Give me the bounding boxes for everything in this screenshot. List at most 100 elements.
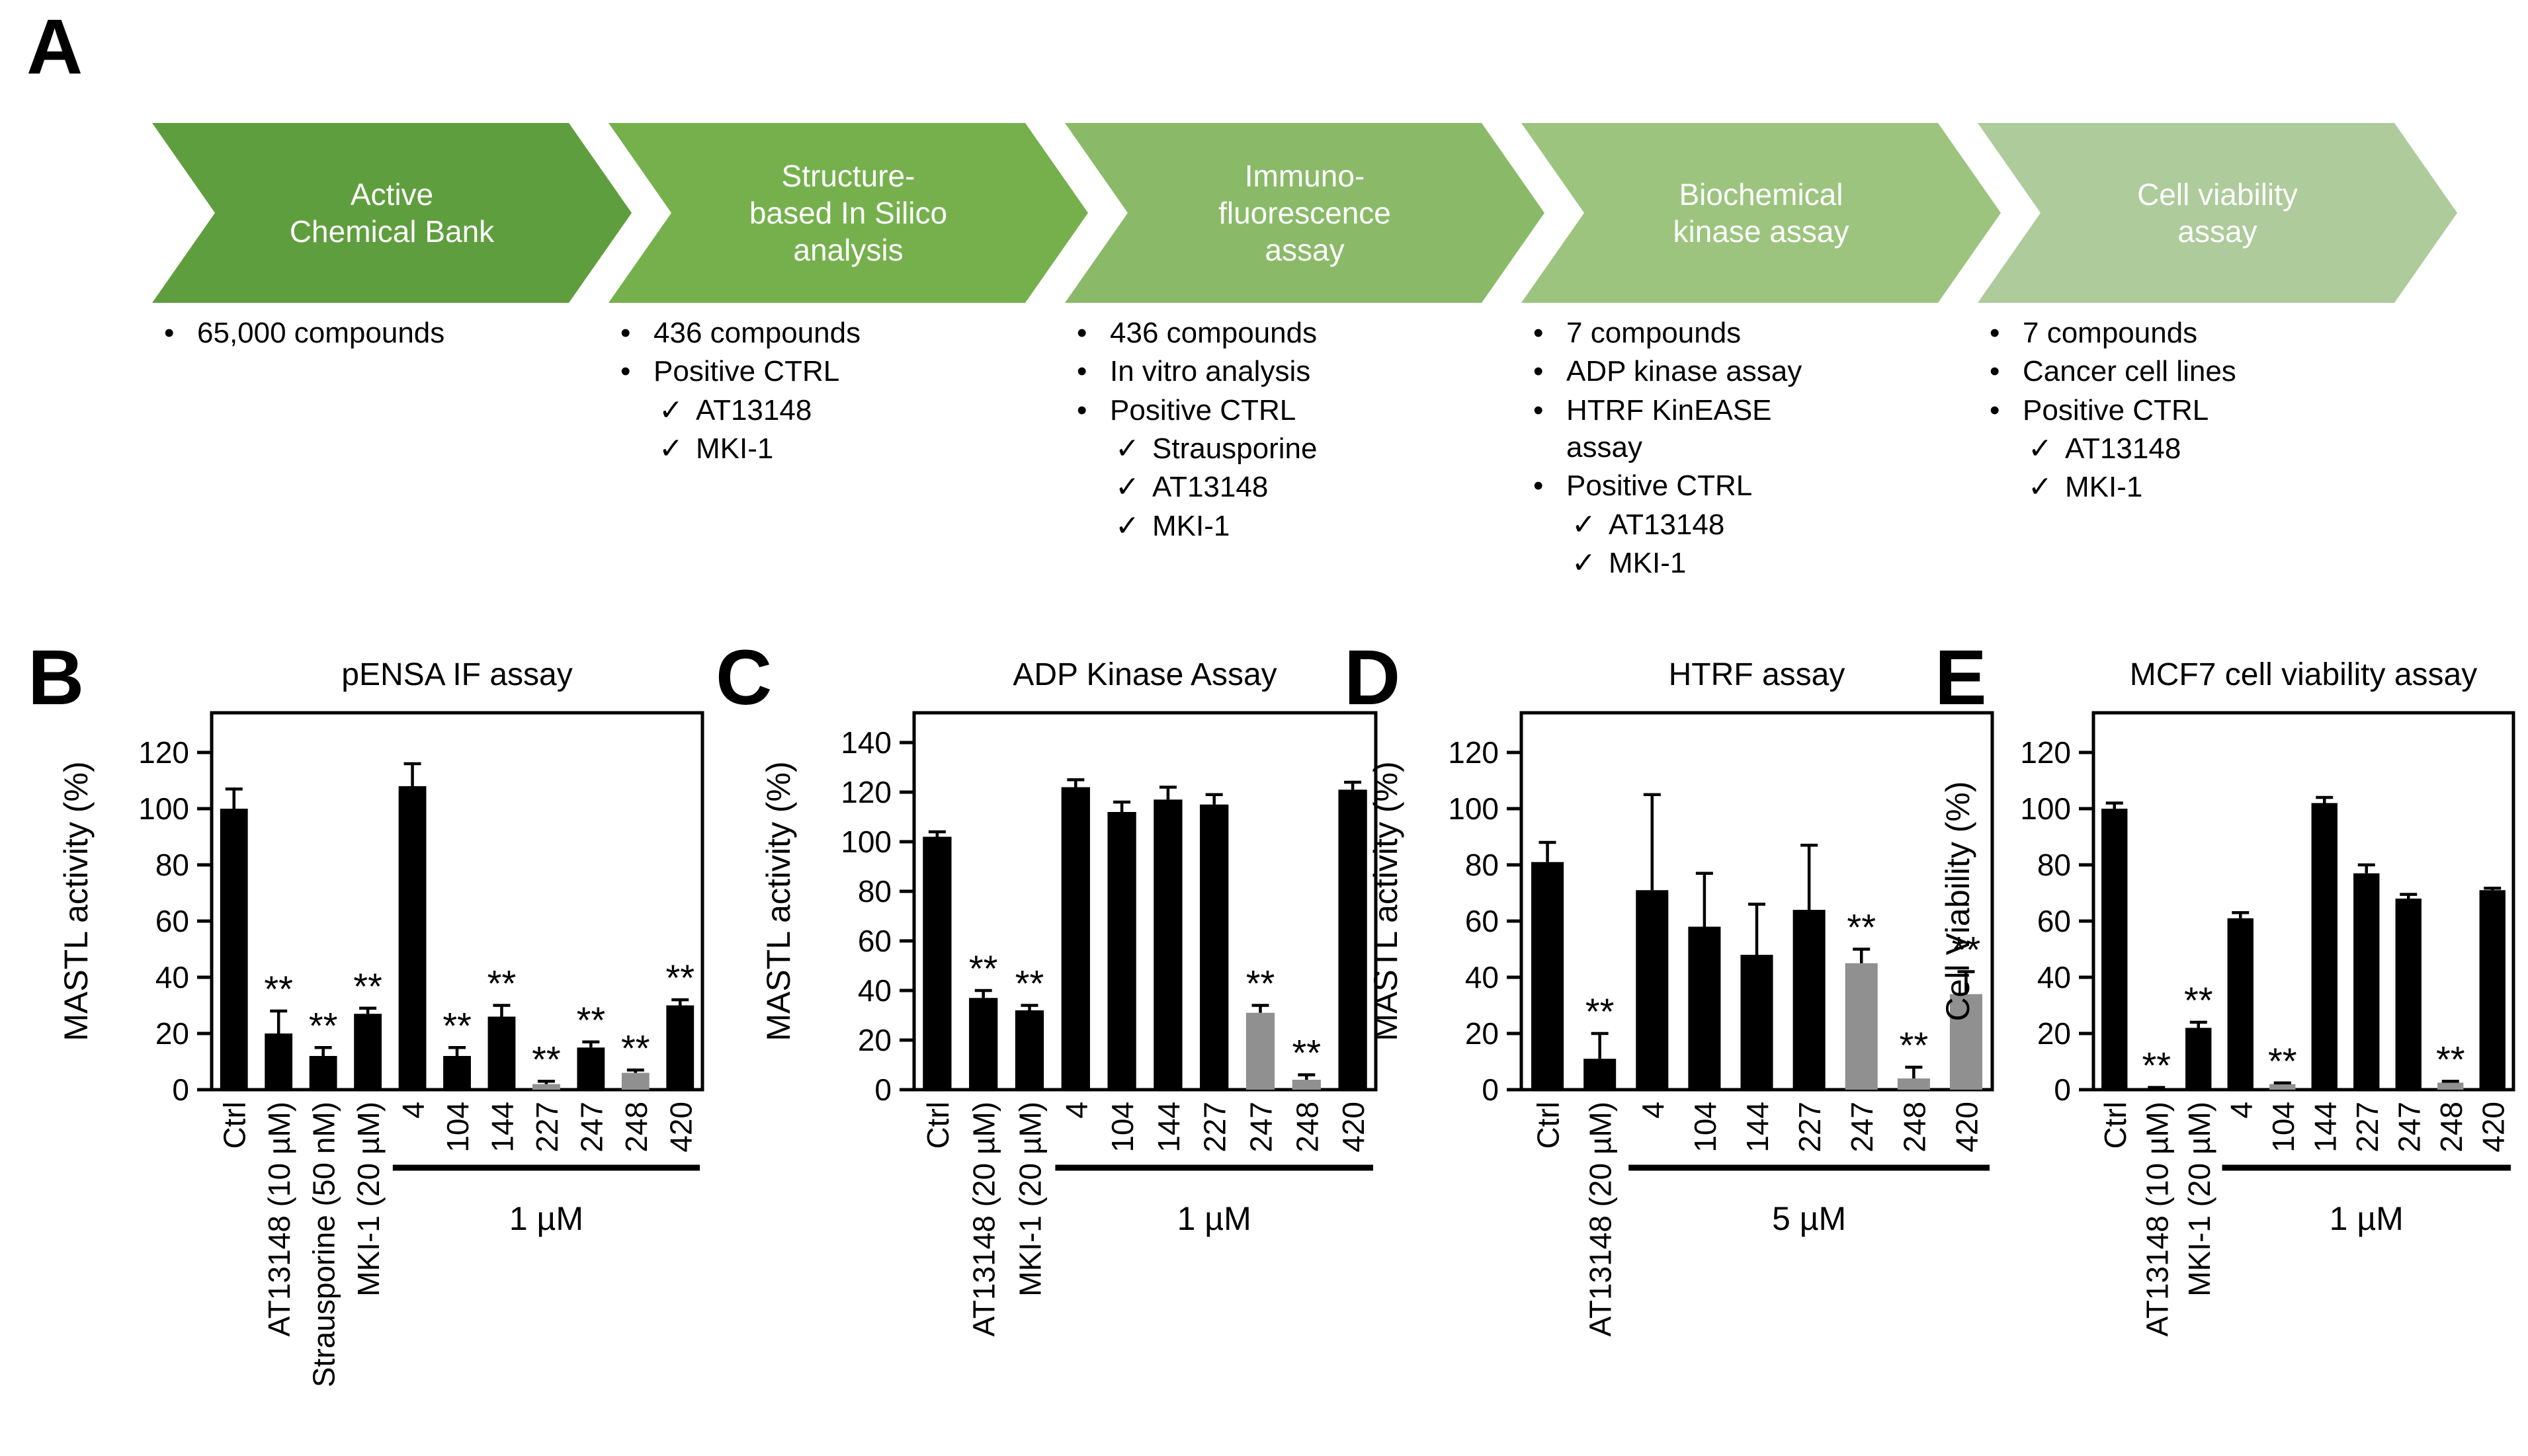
y-tick-label: 60 <box>858 924 892 958</box>
significance-marker: ** <box>442 1004 472 1046</box>
chart-title: HTRF assay <box>1669 657 1845 692</box>
bar-4 <box>398 786 427 1090</box>
y-tick-label: 40 <box>2037 960 2071 994</box>
check-item: ✓MKI-1 <box>2028 469 2413 506</box>
flow-step-bullets: •7 compounds•Cancer cell lines•Positive … <box>1990 313 2413 508</box>
bullet-text: MKI-1 <box>2065 471 2143 504</box>
bullet-text: MKI-1 <box>1609 546 1687 579</box>
x-tick-label: 104 <box>1688 1102 1722 1153</box>
bullet-icon: • <box>1077 317 1087 349</box>
bar-AT13148 (20 µM) <box>969 998 998 1090</box>
x-tick-label: MKI-1 (20 µM) <box>1013 1102 1048 1297</box>
flow-step-bullets: • 7 compounds •ADP kinase assay•HTRF KinEA… <box>1533 313 1914 583</box>
y-tick-label: 0 <box>2054 1072 2071 1107</box>
bullet-text: MKI-1 <box>1152 509 1230 542</box>
x-tick-label: Ctrl <box>1531 1102 1566 1149</box>
x-tick-label: 247 <box>1845 1102 1879 1153</box>
bullet-icon: • <box>620 317 631 349</box>
bar-247 <box>577 1047 605 1090</box>
bullet-icon: • <box>620 355 631 388</box>
flow-step-bullets: •436 compounds•In vitro analysis•Positiv… <box>1077 313 1500 546</box>
bullet-text: AT13148 <box>1609 508 1725 541</box>
y-tick-label: 20 <box>155 1016 189 1051</box>
check-item: ✓MKI-1 <box>659 430 1044 467</box>
y-axis-label: MASTL activity (%) <box>760 761 797 1041</box>
bar-227 <box>1792 910 1826 1090</box>
x-tick-label: AT13148 (10 µM) <box>262 1102 296 1336</box>
bullet-text: ADP kinase assay <box>1566 355 1802 388</box>
bullet-text: In vitro analysis <box>1110 355 1311 388</box>
y-tick-label: 120 <box>2020 735 2071 770</box>
bullet-item: •7 compounds <box>1990 315 2413 352</box>
bar-4 <box>1061 787 1090 1090</box>
flow-step-arrow: Immuno- fluorescence assay <box>1065 123 1544 303</box>
y-tick-label: 100 <box>1448 791 1499 826</box>
bullet-text: AT13148 <box>696 393 812 426</box>
bullet-item: •Positive CTRL <box>1533 467 1914 505</box>
x-tick-label: 144 <box>485 1102 519 1153</box>
bar-AT13148 (10 µM) <box>265 1033 293 1090</box>
y-tick-label: 0 <box>874 1072 892 1107</box>
flow-step-bullets: •436 compounds•Positive CTRL✓AT13148✓MKI… <box>620 313 1044 469</box>
check-icon: ✓ <box>1115 471 1140 504</box>
bar-Ctrl <box>923 836 952 1090</box>
x-tick-label: 4 <box>396 1102 431 1119</box>
bar-420 <box>2479 890 2506 1090</box>
bullet-text: HTRF KinEASE assay <box>1566 393 1772 464</box>
significance-marker: ** <box>2142 1045 2171 1086</box>
significance-marker: ** <box>1847 907 1876 948</box>
flow-step-bullets: •65,000 compounds <box>164 313 614 353</box>
bar-247 <box>1845 963 1878 1090</box>
bar-144 <box>2311 803 2338 1090</box>
y-tick-label: 40 <box>1465 960 1499 994</box>
significance-marker: ** <box>1292 1032 1322 1074</box>
x-tick-label: AT13148 (20 µM) <box>967 1102 1001 1336</box>
bar-248 <box>621 1072 650 1090</box>
x-tick-label: Strausporine (50 nM) <box>307 1102 341 1387</box>
bullet-text: 7 compounds <box>1566 317 1742 349</box>
bullet-icon: • <box>1533 469 1544 503</box>
check-icon: ✓ <box>1572 546 1596 579</box>
significance-marker: ** <box>621 1027 650 1069</box>
x-tick-label: Ctrl <box>218 1102 252 1149</box>
check-item: ✓ MKI-1 <box>1572 545 1914 582</box>
bar-420 <box>666 1005 695 1090</box>
flow-step-title: Active Chemical Bank <box>289 177 495 249</box>
flow-step-title: Structure- based In Silico analysis <box>749 158 948 268</box>
check-icon: ✓ <box>1572 508 1596 541</box>
bar-Ctrl <box>2101 809 2128 1090</box>
bullet-item: •436 compounds <box>1077 315 1500 352</box>
x-tick-label: MKI-1 (20 µM) <box>2182 1102 2216 1297</box>
bar-247 <box>1245 1012 1275 1090</box>
bullet-item: •ADP kinase assay <box>1533 353 1914 390</box>
bar-420 <box>1338 789 1367 1090</box>
y-tick-label: 80 <box>2037 848 2071 882</box>
y-tick-label: 80 <box>1465 848 1499 882</box>
bullet-item: •HTRF KinEASE assay <box>1533 392 1914 467</box>
y-tick-label: 60 <box>155 904 189 938</box>
panel-d-letter: D <box>1344 634 1401 721</box>
bar-248 <box>1292 1080 1321 1090</box>
x-tick-label: MKI-1 (20 µM) <box>351 1102 386 1297</box>
y-tick-label: 60 <box>1465 904 1499 938</box>
check-icon: ✓ <box>659 393 683 426</box>
check-icon: ✓ <box>1115 509 1140 542</box>
bullet-icon: • <box>1077 355 1087 388</box>
group-concentration-label: 5 µM <box>1772 1200 1846 1237</box>
bullet-text: Cancer cell lines <box>2023 355 2236 388</box>
bullet-item: •Cancer cell lines <box>1990 353 2413 390</box>
chart-title: pENSA IF assay <box>341 657 572 692</box>
x-tick-label: 248 <box>1897 1102 1931 1153</box>
check-item: ✓ AT13148 <box>1572 506 1914 544</box>
bar-MKI-1 (20 µM) <box>354 1014 382 1090</box>
y-tick-label: 20 <box>2037 1016 2071 1051</box>
significance-marker: ** <box>309 1004 338 1046</box>
check-icon: ✓ <box>1115 432 1140 465</box>
significance-marker: ** <box>665 957 695 998</box>
x-tick-label: 4 <box>2224 1102 2258 1119</box>
bar-144 <box>1154 799 1183 1090</box>
chart-title: MCF7 cell viability assay <box>2130 657 2477 692</box>
